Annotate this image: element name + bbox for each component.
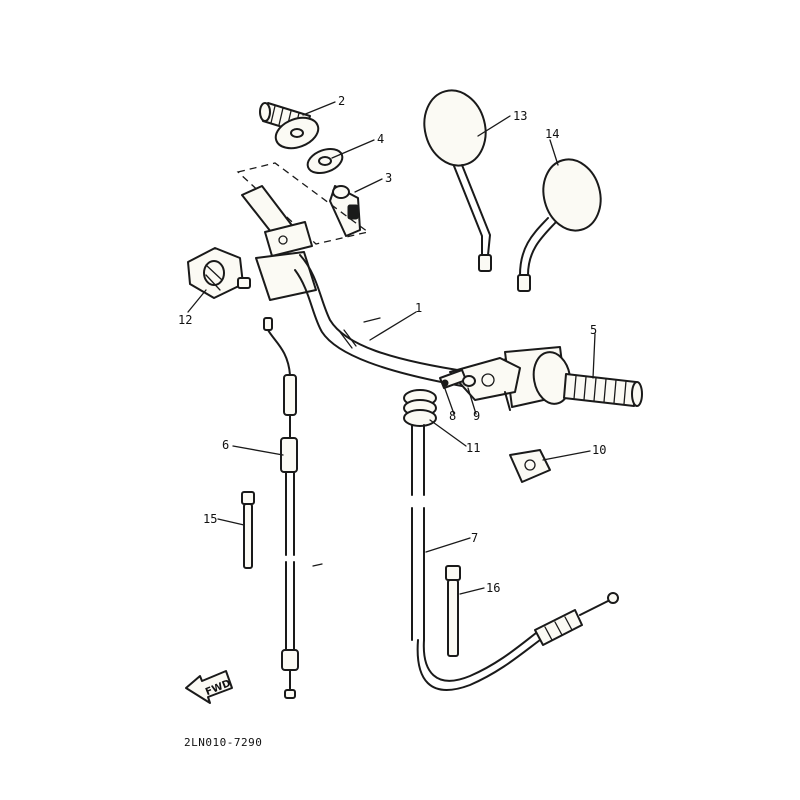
part-6-throttle-cable[interactable]: [263, 317, 299, 699]
callout-1: 1: [415, 301, 422, 315]
callout-14: 14: [545, 127, 559, 141]
right-lever-bracket: [449, 357, 521, 411]
part-13-mirror[interactable]: [416, 84, 494, 272]
callout-12: 12: [178, 313, 192, 327]
callout-6: 6: [222, 438, 229, 452]
part-14-mirror[interactable]: [517, 153, 608, 292]
callout-4: 4: [377, 132, 384, 146]
part-7-clutch-cable[interactable]: [411, 424, 619, 691]
part-16-cable-tie[interactable]: [445, 565, 461, 657]
leader-lines: [187, 101, 596, 595]
callout-5: 5: [590, 323, 597, 337]
part-10-fitting[interactable]: [509, 449, 551, 483]
callout-2: 2: [338, 94, 345, 108]
part-9-nut[interactable]: [462, 375, 476, 387]
diagram-code: 2LN010-7290: [184, 736, 262, 749]
stray-mark: [312, 563, 323, 567]
part-2-grip[interactable]: [259, 102, 322, 154]
fwd-arrow-icon: FWD: [185, 670, 233, 704]
callout-13: 13: [513, 109, 527, 123]
callout-8: 8: [449, 409, 456, 423]
part-5-right-grip[interactable]: [504, 346, 643, 408]
callout-9: 9: [473, 409, 480, 423]
stray-mark: [363, 317, 381, 323]
left-switch-housing: [241, 185, 317, 301]
callout-10: 10: [592, 443, 606, 457]
part-3-throttle-tube[interactable]: [329, 185, 361, 237]
part-4-washer[interactable]: [304, 145, 345, 178]
callout-3: 3: [385, 171, 392, 185]
callout-15: 15: [203, 512, 217, 526]
callout-7: 7: [471, 531, 478, 545]
callout-11: 11: [466, 441, 480, 455]
assembly-outline: [236, 162, 370, 245]
part-12-lever-holder[interactable]: [187, 247, 251, 299]
part-11-clamp[interactable]: [403, 389, 437, 427]
part-15-cable-tie[interactable]: [241, 491, 255, 569]
callout-16: 16: [486, 581, 500, 595]
